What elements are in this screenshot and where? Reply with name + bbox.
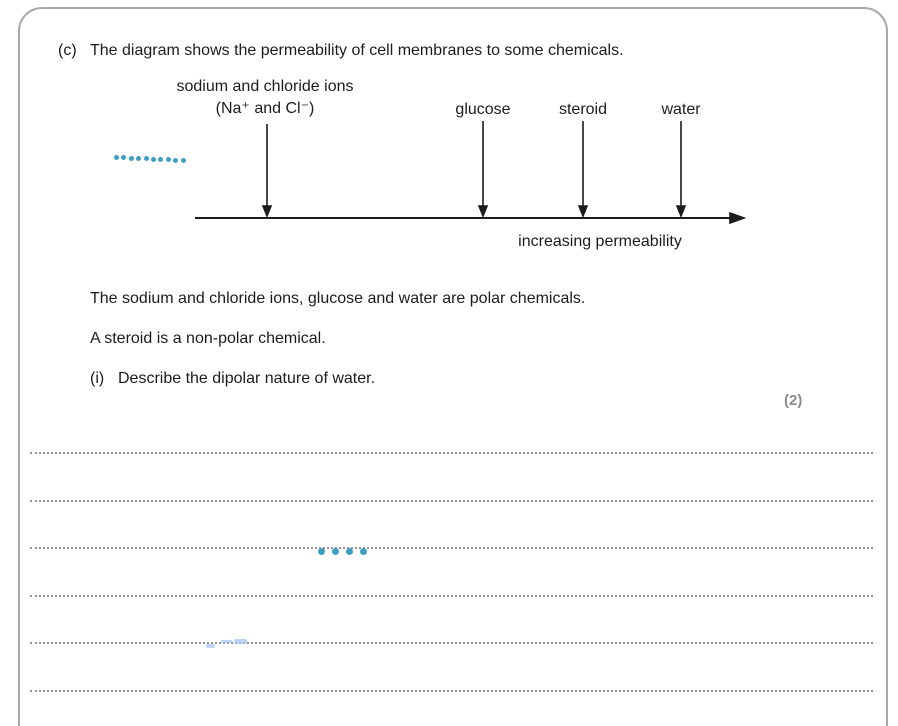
diagram-label-water: water (661, 101, 701, 118)
marks-badge: (2) (784, 392, 803, 409)
ink-smudge (206, 644, 215, 648)
ink-dot (121, 155, 127, 161)
ink-dot (114, 155, 119, 160)
ink-dot (346, 548, 353, 555)
down-arrowhead-glucose (477, 205, 489, 219)
ink-smudge (234, 639, 247, 644)
permeability-diagram (195, 121, 747, 225)
axis-arrowhead-right (729, 211, 747, 225)
answer-line (30, 689, 873, 692)
statement-polar-chemicals: The sodium and chloride ions, glucose an… (90, 290, 586, 307)
subquestion-label: (i) (90, 370, 105, 387)
diagram-label-glucose: glucose (455, 101, 511, 118)
answer-line (30, 547, 873, 549)
ink-dot (360, 548, 367, 555)
ink-dot (180, 158, 186, 164)
answer-line (30, 642, 873, 644)
down-arrowhead-steroid (577, 205, 589, 219)
ink-dot (173, 157, 179, 163)
ink-dot (151, 156, 156, 162)
diagram-label-sodium-chloride-line1: sodium and chloride ions (176, 78, 354, 95)
answer-line (30, 452, 873, 454)
ink-dot-cluster (318, 548, 374, 558)
ink-dot (332, 548, 339, 555)
question-part-label: (c) (58, 42, 77, 59)
ink-dot (165, 157, 171, 163)
ink-dot (318, 548, 325, 555)
ink-dot (158, 157, 164, 163)
subquestion-text: Describe the dipolar nature of water. (118, 370, 376, 387)
diagram-label-sodium-chloride-line2: (Na⁺ and Cl⁻) (215, 100, 315, 117)
answer-line (30, 499, 873, 502)
statement-nonpolar-chemical: A steroid is a non-polar chemical. (90, 330, 326, 347)
ink-smudge (221, 640, 232, 643)
ink-dot-row (114, 155, 194, 167)
diagram-label-steroid: steroid (558, 101, 608, 118)
ink-dot (136, 156, 142, 162)
axis-label: increasing permeability (518, 233, 682, 250)
question-part-text: The diagram shows the permeability of ce… (90, 42, 624, 59)
down-arrowhead-water (675, 205, 687, 219)
ink-dot (143, 156, 149, 162)
question-card-border (18, 7, 888, 726)
down-arrowhead-sodium-chloride (261, 205, 273, 219)
answer-line (30, 594, 873, 597)
ink-dot (128, 155, 134, 161)
